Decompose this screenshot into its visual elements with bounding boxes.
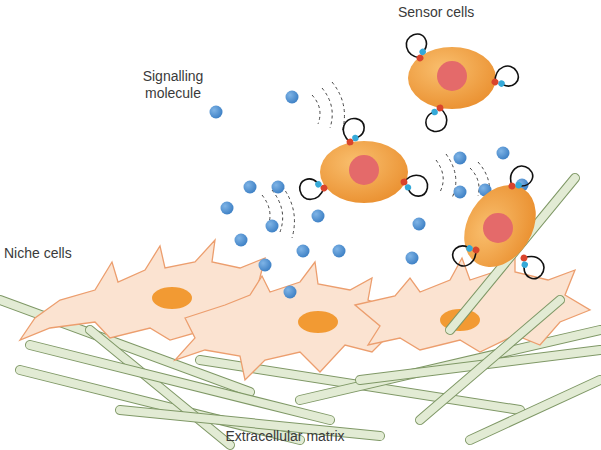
figure-label: Signalling molecule (118, 68, 228, 102)
figure-label: Niche cells (4, 245, 94, 262)
figure-label: Extracellular matrix (200, 428, 370, 445)
signalling-molecules (210, 91, 529, 299)
figure-label: Sensor cells (398, 4, 508, 21)
sensor-cells (296, 30, 550, 281)
